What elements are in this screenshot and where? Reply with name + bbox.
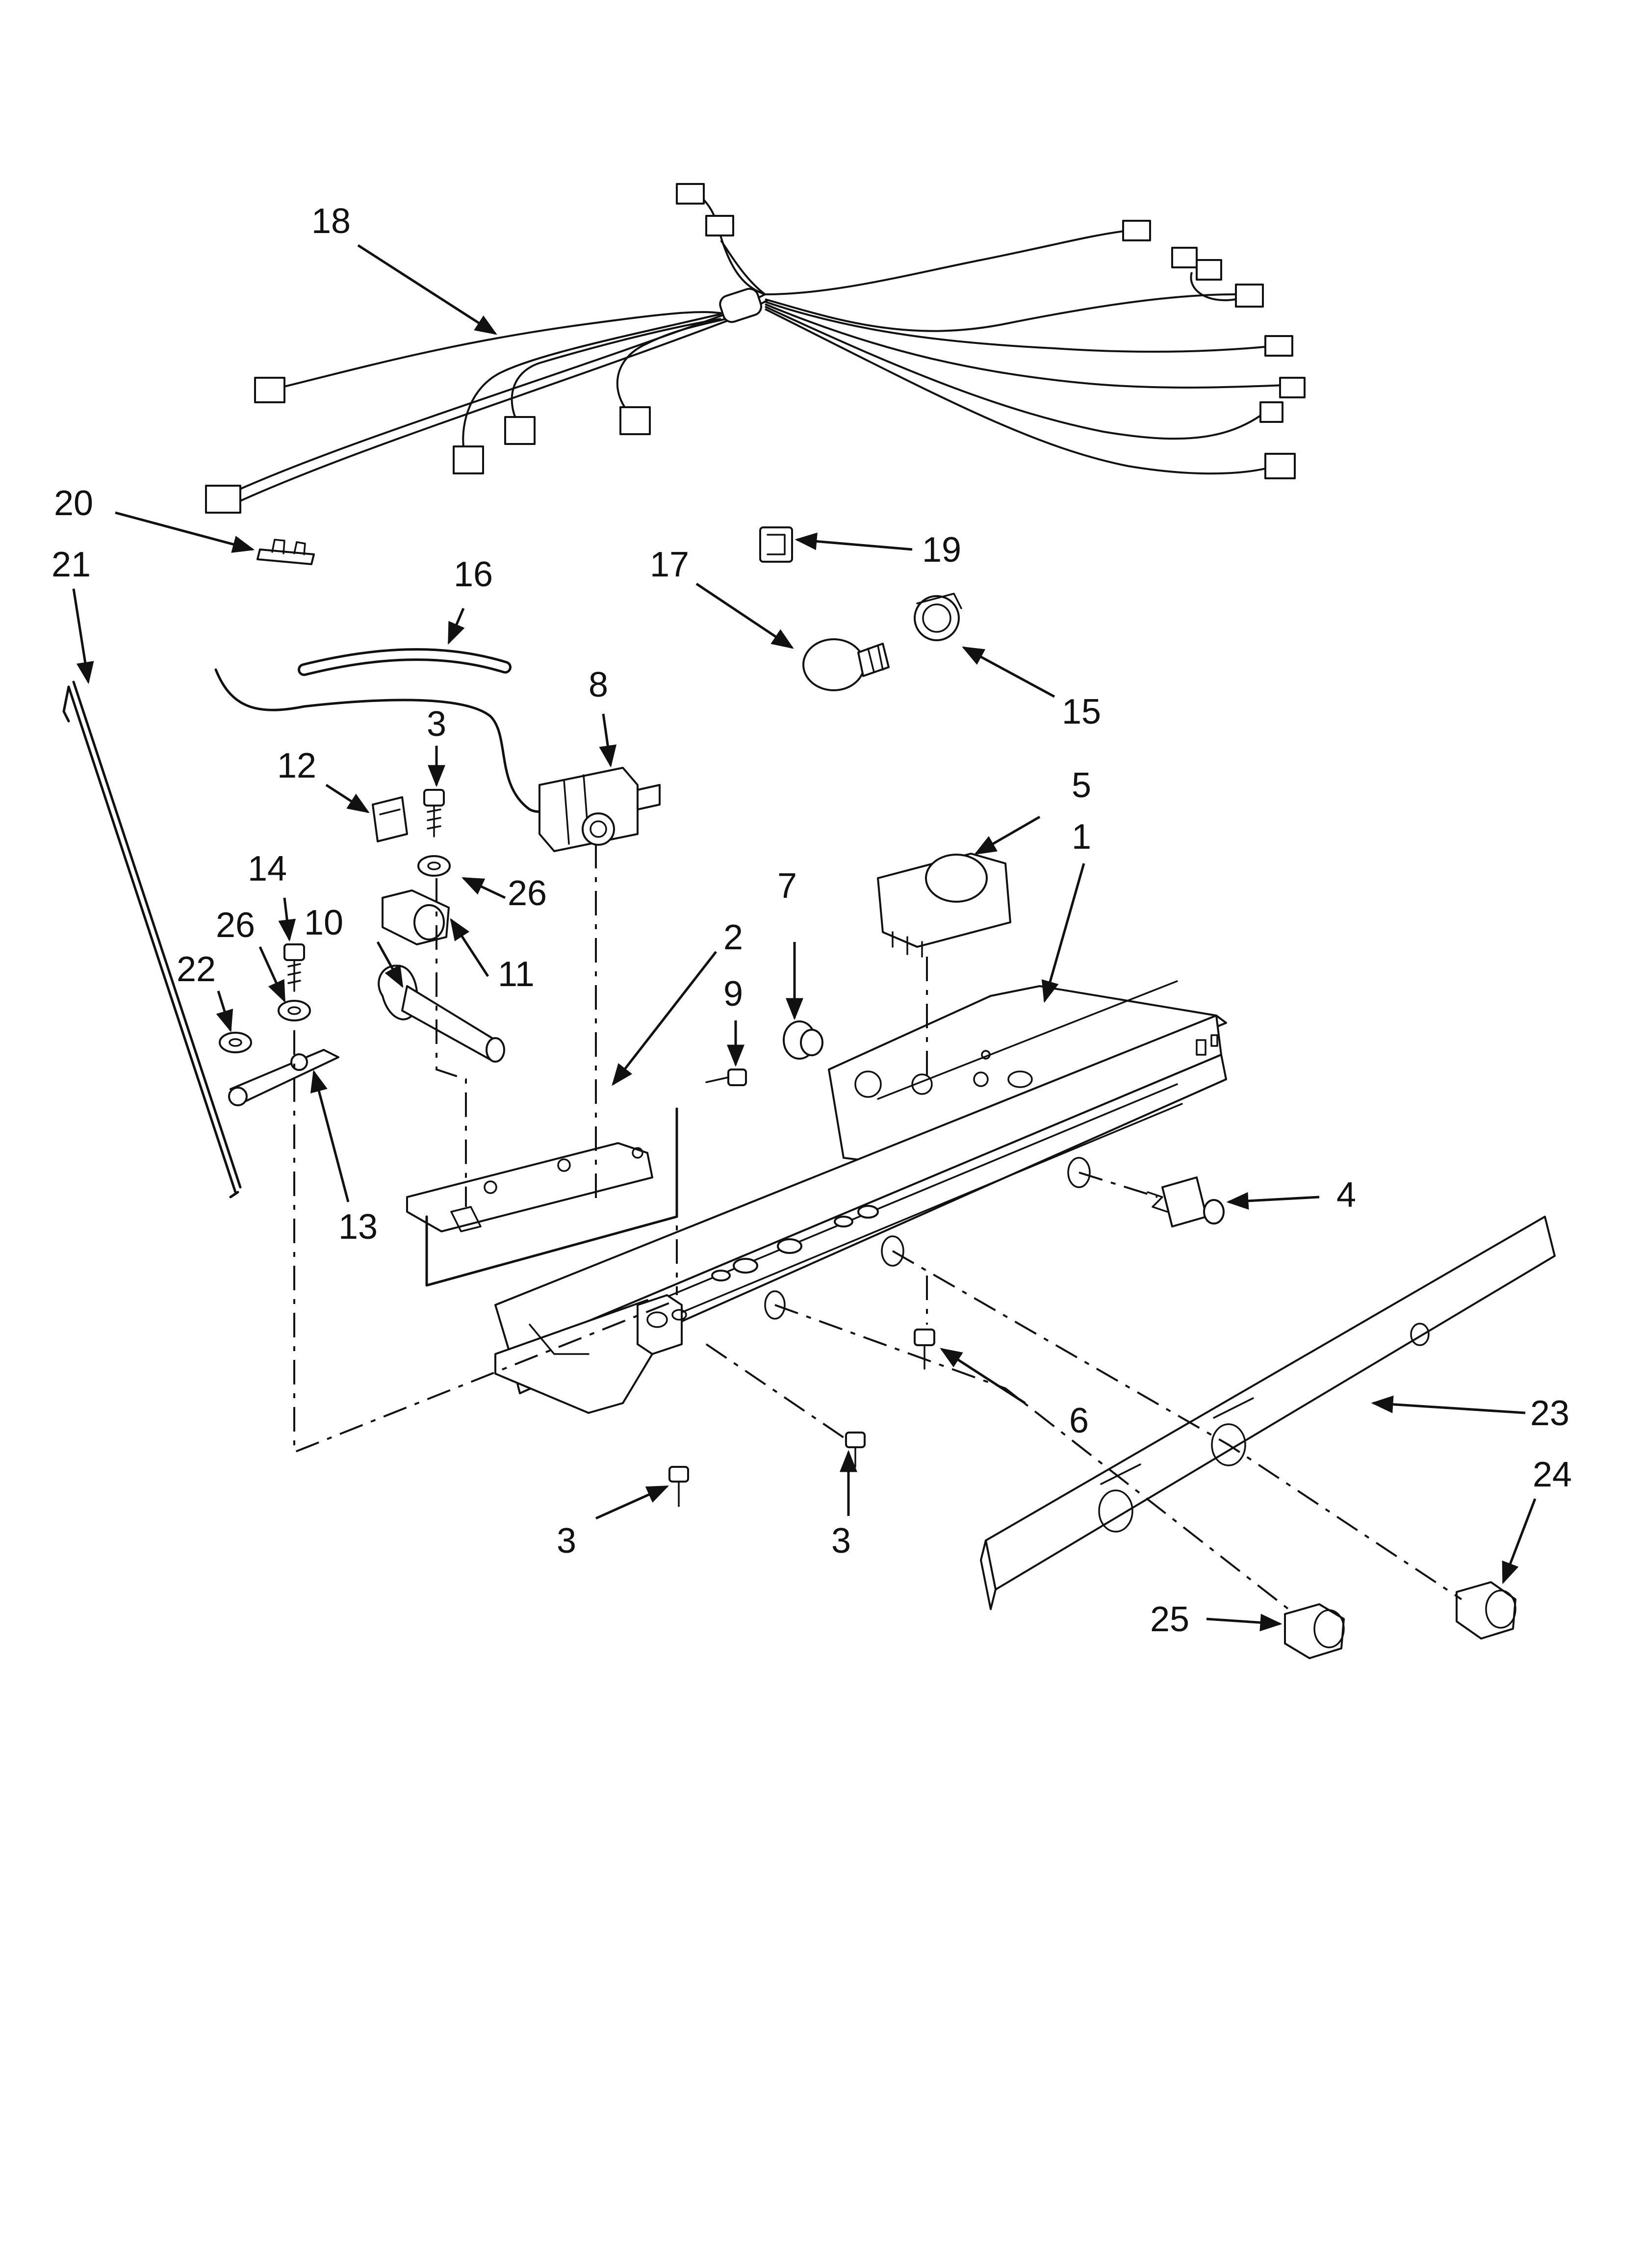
part-26-washer-top <box>417 855 451 877</box>
part-22-washer <box>219 1032 252 1053</box>
part-1-control-housing <box>494 980 1227 1414</box>
part-3-screw-bottom <box>668 1466 689 1507</box>
part-11-clamp <box>382 889 450 945</box>
wire-harness <box>205 183 1306 514</box>
label-11: 11 <box>498 955 535 994</box>
part-4-switch <box>1147 1176 1225 1227</box>
part-21-rod <box>62 680 242 1199</box>
part-24-knob <box>1456 1581 1516 1640</box>
part-12-bracket <box>372 796 408 842</box>
part-16-tube <box>298 648 512 676</box>
part-23-control-panel <box>980 1216 1556 1610</box>
label-26-left: 26 <box>216 906 255 945</box>
part-6-screw <box>914 1329 935 1370</box>
label-14: 14 <box>248 849 287 888</box>
alignment-lines <box>293 844 1462 1615</box>
label-3-left: 3 <box>557 1521 576 1561</box>
label-3-top: 3 <box>427 704 446 744</box>
control-studs <box>711 1205 879 1281</box>
part-5-defrost-timer <box>877 853 1011 958</box>
label-17: 17 <box>650 545 689 584</box>
label-23: 23 <box>1530 1394 1569 1433</box>
label-19: 19 <box>922 530 961 570</box>
label-9: 9 <box>723 974 743 1014</box>
label-12: 12 <box>277 746 316 785</box>
part-labels: 18 20 21 16 19 17 15 8 3 12 26 11 14 26 … <box>51 202 1572 1639</box>
label-22: 22 <box>177 950 216 989</box>
capillary-tube <box>214 668 565 813</box>
part-3-screw-top <box>423 789 445 837</box>
part-19-clip <box>759 526 793 563</box>
label-2: 2 <box>723 918 743 957</box>
part-2-bracket <box>406 1107 678 1287</box>
part-20-clip <box>257 539 315 565</box>
part-25-knob <box>1284 1603 1345 1659</box>
part-17-bulb <box>802 638 890 691</box>
label-5: 5 <box>1072 766 1091 805</box>
label-1: 1 <box>1072 817 1091 857</box>
part-26-washer-left <box>278 1000 311 1021</box>
label-24: 24 <box>1533 1455 1572 1494</box>
label-6: 6 <box>1069 1401 1089 1440</box>
part-10-knob-shaft <box>378 965 505 1063</box>
part-7-plug <box>783 1020 823 1060</box>
label-16: 16 <box>454 555 493 594</box>
label-26-top: 26 <box>508 874 547 913</box>
label-21: 21 <box>51 545 91 584</box>
part-15-socket <box>914 593 962 641</box>
part-14-screw <box>283 943 305 992</box>
part-9-screw <box>705 1069 747 1086</box>
label-3-right: 3 <box>831 1521 851 1561</box>
part-13-lever <box>228 1049 339 1106</box>
label-13: 13 <box>338 1207 378 1247</box>
label-7: 7 <box>777 866 797 906</box>
label-25: 25 <box>1150 1600 1189 1639</box>
label-20: 20 <box>54 484 93 523</box>
leader-arrows <box>72 244 1537 1632</box>
label-15: 15 <box>1062 692 1101 731</box>
label-8: 8 <box>589 665 608 704</box>
label-4: 4 <box>1336 1175 1356 1215</box>
label-10: 10 <box>304 903 343 942</box>
label-18: 18 <box>311 202 351 241</box>
part-8-thermostat <box>539 767 661 852</box>
